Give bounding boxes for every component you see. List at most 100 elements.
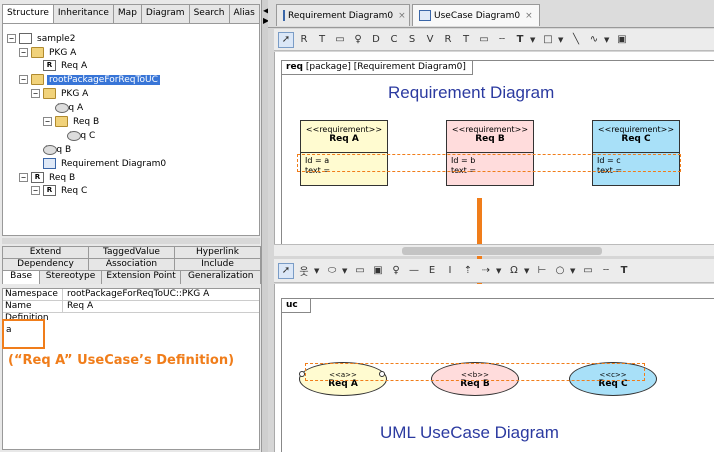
collapse-toggle[interactable]: −	[19, 75, 28, 84]
tab-structure[interactable]: Structure	[2, 4, 54, 24]
tree-node-pkg-a-uc[interactable]: − PKG A	[31, 87, 90, 100]
interface-icon[interactable]: Ω	[510, 265, 518, 276]
tab-alias[interactable]: Alias	[228, 4, 260, 23]
pane-divider[interactable]	[262, 0, 268, 452]
collapse-toggle[interactable]: −	[43, 117, 52, 126]
tab-base[interactable]: Base	[2, 270, 41, 284]
tab-requirement-diagram0[interactable]: Requirement Diagram0 ×	[276, 4, 410, 26]
testcase-tool-icon[interactable]: T	[318, 34, 326, 45]
rectangle-tool-icon[interactable]: □	[543, 34, 553, 45]
collapse-toggle[interactable]: −	[31, 89, 40, 98]
tab-hyperlink[interactable]: Hyperlink	[174, 246, 261, 258]
containment-icon[interactable]: ♀	[354, 34, 362, 45]
tab-association[interactable]: Association	[88, 258, 175, 270]
chevron-down-icon[interactable]: ▼	[496, 266, 502, 275]
selection-handle[interactable]	[379, 371, 385, 377]
containment-icon[interactable]: ♀	[392, 265, 400, 276]
tree-node-req-a-usecase[interactable]: Req A	[55, 101, 85, 114]
chevron-down-icon[interactable]: ▼	[558, 35, 564, 44]
tree-node-rootpackage[interactable]: − rootPackageForReqToUC	[19, 73, 160, 86]
freehand-tool-icon[interactable]: ∿	[589, 34, 599, 45]
chevron-down-icon[interactable]: ▼	[570, 266, 576, 275]
requirement-box-req-a[interactable]: <<requirement>> Req A Id = a text =	[300, 120, 388, 186]
tab-diagram[interactable]: Diagram	[140, 4, 190, 23]
tree-node-req-c-usecase[interactable]: Req C	[67, 129, 97, 142]
tab-inheritance[interactable]: Inheritance	[52, 4, 114, 23]
chevron-down-icon[interactable]: ▼	[314, 266, 320, 275]
extend-icon[interactable]: E	[428, 265, 436, 276]
expand-right-icon[interactable]: ▶	[263, 16, 270, 25]
generalization-icon[interactable]: ⇡	[463, 265, 473, 276]
definition-field[interactable]: a	[6, 325, 12, 335]
requirement-box-req-b[interactable]: <<requirement>> Req B Id = b text =	[446, 120, 534, 186]
collapse-toggle[interactable]: −	[19, 48, 28, 57]
name-field[interactable]: Req A	[67, 301, 94, 311]
usecase-req-a[interactable]: <<a>> Req A	[299, 362, 387, 396]
structure-tree[interactable]: − sample2 − PKG A R Req A − rootPackageF…	[2, 23, 260, 236]
tab-extension-point[interactable]: Extension Point	[100, 270, 182, 284]
provided-interface-icon[interactable]: ⊢	[537, 265, 547, 276]
tree-node-req-b-usecase[interactable]: Req B	[43, 143, 73, 156]
close-icon[interactable]: ×	[525, 10, 533, 21]
select-cursor-icon[interactable]: ➚	[278, 31, 294, 48]
tree-node-requirement-diagram0[interactable]: Requirement Diagram0	[43, 157, 168, 170]
copy-icon[interactable]: C	[390, 34, 398, 45]
tree-node-req-c-requirement[interactable]: − R Req C	[31, 184, 89, 197]
tab-generalization[interactable]: Generalization	[180, 270, 261, 284]
tab-search[interactable]: Search	[188, 4, 230, 23]
note-anchor-icon[interactable]: ┄	[498, 34, 506, 45]
pane-splitter[interactable]	[2, 238, 260, 244]
tab-taggedvalue[interactable]: TaggedValue	[88, 246, 175, 258]
chevron-down-icon[interactable]: ▼	[342, 266, 348, 275]
usecase-diagram-frame[interactable]: uc UML UseCase Diagram	[281, 298, 714, 452]
close-icon[interactable]: ×	[398, 10, 406, 21]
scrollbar-thumb[interactable]	[402, 247, 602, 255]
chevron-down-icon[interactable]: ▼	[604, 35, 610, 44]
package-tool-icon[interactable]: ▭	[355, 265, 365, 276]
tree-node-req-b-package[interactable]: − Req B	[43, 115, 101, 128]
requirement-diagram-canvas[interactable]: req [package] [Requirement Diagram0] Req…	[274, 52, 714, 250]
horizontal-scrollbar[interactable]	[274, 244, 714, 256]
selection-handle[interactable]	[299, 371, 305, 377]
chevron-down-icon[interactable]: ▼	[524, 266, 530, 275]
required-interface-icon[interactable]: ○	[555, 265, 565, 276]
note-anchor-icon[interactable]: ┄	[602, 265, 610, 276]
tab-dependency[interactable]: Dependency	[2, 258, 89, 270]
tree-node-sample2[interactable]: − sample2	[7, 32, 77, 45]
requirement-tool-icon[interactable]: R	[300, 34, 308, 45]
tab-extend[interactable]: Extend	[2, 246, 89, 258]
note-icon[interactable]: ▭	[583, 265, 593, 276]
collapse-left-icon[interactable]: ◀	[263, 6, 270, 15]
tree-node-req-a-requirement[interactable]: R Req A	[43, 59, 89, 72]
refine-icon[interactable]: R	[444, 34, 452, 45]
tab-include[interactable]: Include	[174, 258, 261, 270]
tree-node-req-b-requirement[interactable]: − R Req B	[19, 171, 77, 184]
dependency-icon[interactable]: ⇢	[481, 265, 491, 276]
text-tool-icon[interactable]: T	[516, 34, 524, 45]
image-tool-icon[interactable]: ▣	[617, 34, 627, 45]
chevron-down-icon[interactable]: ▼	[530, 35, 536, 44]
system-boundary-icon[interactable]: ▣	[373, 265, 383, 276]
derive-icon[interactable]: D	[372, 34, 380, 45]
verify-icon[interactable]: V	[426, 34, 434, 45]
requirement-diagram-frame[interactable]: req [package] [Requirement Diagram0] Req…	[281, 60, 714, 250]
usecase-tool-icon[interactable]: ⬭	[327, 265, 337, 276]
trace-icon[interactable]: T	[462, 34, 470, 45]
select-cursor-icon[interactable]: ➚	[278, 262, 294, 279]
text-tool-icon[interactable]: T	[620, 265, 628, 276]
note-icon[interactable]: ▭	[479, 34, 489, 45]
tab-map[interactable]: Map	[112, 4, 142, 23]
usecase-diagram-canvas[interactable]: uc UML UseCase Diagram <<a>> Req A <<b>>…	[274, 284, 714, 452]
tree-node-pkg-a[interactable]: − PKG A	[19, 46, 78, 59]
actor-tool-icon[interactable]: 웃	[299, 267, 309, 278]
usecase-req-b[interactable]: <<b>> Req B	[431, 362, 519, 396]
collapse-toggle[interactable]: −	[7, 34, 16, 43]
include-icon[interactable]: I	[448, 265, 452, 276]
association-icon[interactable]: —	[409, 265, 419, 276]
tab-usecase-diagram0[interactable]: UseCase Diagram0 ×	[412, 4, 540, 26]
collapse-toggle[interactable]: −	[31, 186, 40, 195]
line-tool-icon[interactable]: ╲	[572, 34, 580, 45]
satisfy-icon[interactable]: S	[408, 34, 416, 45]
usecase-req-c[interactable]: <<c>> Req C	[569, 362, 657, 396]
package-tool-icon[interactable]: ▭	[335, 34, 345, 45]
